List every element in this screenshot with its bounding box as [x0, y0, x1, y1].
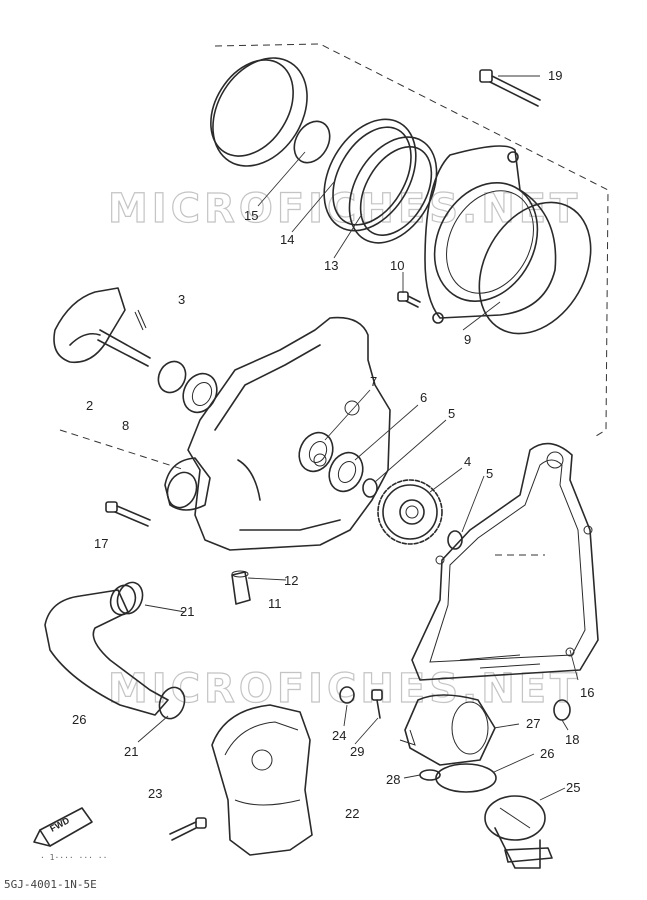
- callout-6: 6: [420, 390, 427, 405]
- part-13-ring: [348, 136, 438, 244]
- part-7-bearing: [298, 431, 334, 473]
- callout-22: 22: [345, 806, 359, 821]
- part-19-bolt: [479, 69, 541, 107]
- callout-labels: 19 15 14 13 10 9 3 2 8 7 6 5 4 5 17 12 1…: [72, 68, 594, 821]
- callout-23: 23: [148, 786, 162, 801]
- callout-9: 9: [464, 332, 471, 347]
- assembly-guide-left: [59, 429, 186, 471]
- callout-19: 19: [548, 68, 562, 83]
- part-23-bolt: [169, 817, 207, 841]
- leader-lines: [137, 75, 579, 801]
- callout-29: 29: [350, 744, 364, 759]
- callout-4: 4: [464, 454, 471, 469]
- callout-28: 28: [386, 772, 400, 787]
- callout-8: 8: [122, 418, 129, 433]
- part-26-elbow-pipe: [44, 584, 169, 716]
- callout-27: 27: [526, 716, 540, 731]
- part-3-impeller-assembly: [53, 287, 151, 367]
- callout-21-lower: 21: [124, 744, 138, 759]
- part-9-o-ring: [478, 201, 592, 335]
- part-14-ring: [323, 118, 417, 232]
- callout-13: 13: [324, 258, 338, 273]
- part-17-bolt: [105, 501, 151, 527]
- assembly-guide-top: [214, 43, 609, 437]
- callout-2: 2: [86, 398, 93, 413]
- part-25-thermostat: [484, 795, 553, 869]
- callout-5-lower: 5: [486, 466, 493, 481]
- callout-25: 25: [566, 780, 580, 795]
- callout-15: 15: [244, 208, 258, 223]
- part-6-seal: [328, 451, 364, 493]
- part-21-o-ring-upper: [116, 581, 144, 615]
- part-27-thermostat-cover: [399, 694, 496, 766]
- callout-3: 3: [178, 292, 185, 307]
- callout-24: 24: [332, 728, 346, 743]
- fwd-arrow-icon: FWD: [33, 807, 93, 847]
- part-12-fitting: [231, 570, 251, 605]
- callout-17: 17: [94, 536, 108, 551]
- part-4-gear: [377, 479, 443, 545]
- part-5-clip-lower: [447, 530, 463, 550]
- callout-21-upper: 21: [180, 604, 194, 619]
- fwd-label: FWD: [48, 815, 71, 834]
- footer-code: 5GJ-4001-1N-5E: [4, 878, 97, 891]
- part-29-bolt: [371, 689, 383, 719]
- callout-16: 16: [580, 685, 594, 700]
- footer-small-code: · 1···· ··· ··: [40, 853, 107, 862]
- part-15-cover-cap: [210, 57, 308, 167]
- part-housing-plate: [424, 145, 557, 324]
- callout-5-upper: 5: [448, 406, 455, 421]
- part-8-bearing: [182, 372, 218, 414]
- callout-18: 18: [565, 732, 579, 747]
- part-2-seal: [157, 360, 187, 394]
- watermark-top: MICROFICHES.NET: [108, 186, 581, 232]
- part-24-cap: [339, 686, 355, 704]
- callout-11: 11: [268, 596, 282, 611]
- callout-14: 14: [280, 232, 294, 247]
- part-21-o-ring-lower: [158, 686, 186, 720]
- part-26-gasket: [435, 763, 497, 793]
- callout-7: 7: [370, 374, 377, 389]
- callout-26-right: 26: [540, 746, 554, 761]
- callout-10: 10: [390, 258, 404, 273]
- part-23-thermostat-housing: [211, 704, 313, 856]
- part-5-clip-upper: [362, 478, 378, 498]
- callout-12: 12: [284, 573, 298, 588]
- part-10-bolt: [397, 291, 421, 308]
- part-15-disc: [293, 120, 331, 164]
- callout-26-left: 26: [72, 712, 86, 727]
- part-pump-housing: [164, 316, 391, 551]
- part-16-gasket: [411, 442, 599, 681]
